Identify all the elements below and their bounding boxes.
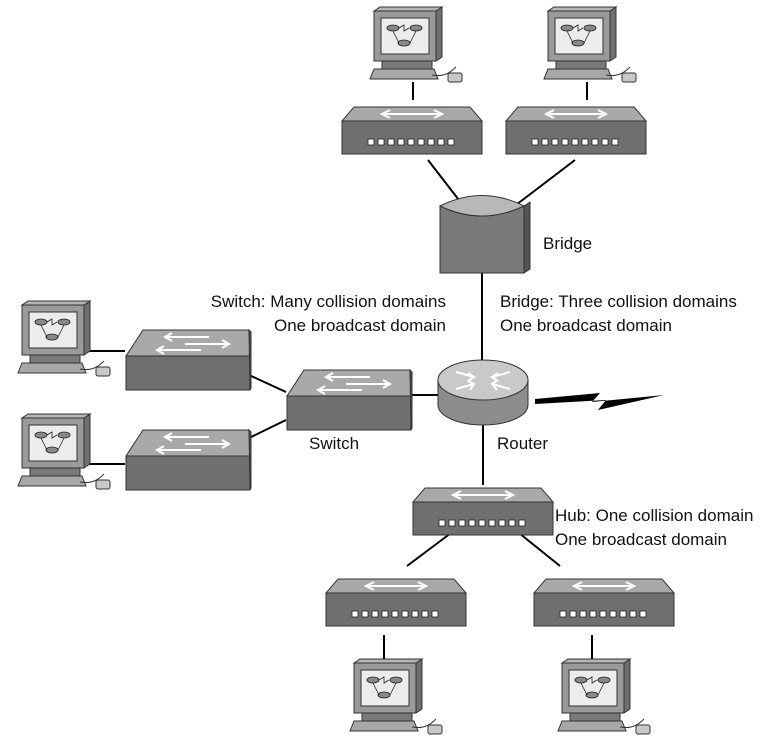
hub-icon	[505, 106, 647, 155]
hub-icon	[412, 487, 554, 536]
hub-icon	[325, 578, 467, 627]
bridge-note-line2: One broadcast domain	[500, 316, 672, 335]
computer-icon	[369, 6, 463, 83]
link-hub1-bridge	[427, 159, 463, 205]
computer-icon	[543, 6, 637, 83]
computer-icon	[349, 658, 443, 735]
hub-note-line1: Hub: One collision domain	[555, 506, 754, 525]
link-hub3-hub4	[406, 532, 452, 567]
computer-icon	[557, 658, 651, 735]
link-hub2-bridge	[511, 159, 576, 209]
bridge-label: Bridge	[543, 234, 593, 253]
bridge-note-line1: Bridge: Three collision domains	[500, 292, 737, 311]
link-switch2-switch	[248, 419, 287, 439]
switch-icon	[125, 429, 252, 491]
computer-icon	[17, 413, 111, 490]
router-icon	[437, 359, 529, 426]
switch-note-line1: Switch: Many collision domains	[210, 292, 446, 311]
computer-icon	[17, 300, 111, 377]
switch-icon	[125, 329, 252, 391]
link-switch1-switch	[248, 374, 287, 393]
hub-icon	[533, 578, 675, 627]
switch-note-line2: One broadcast domain	[274, 316, 446, 335]
bridge-icon	[438, 195, 531, 274]
router-label: Router	[497, 434, 549, 453]
wan-link-icon	[535, 393, 664, 410]
hub-note-line2: One broadcast domain	[555, 530, 727, 549]
switch-icon	[286, 369, 413, 431]
switch-label: Switch	[309, 434, 360, 453]
link-hub3-hub5	[518, 532, 561, 567]
hub-icon	[341, 106, 483, 155]
